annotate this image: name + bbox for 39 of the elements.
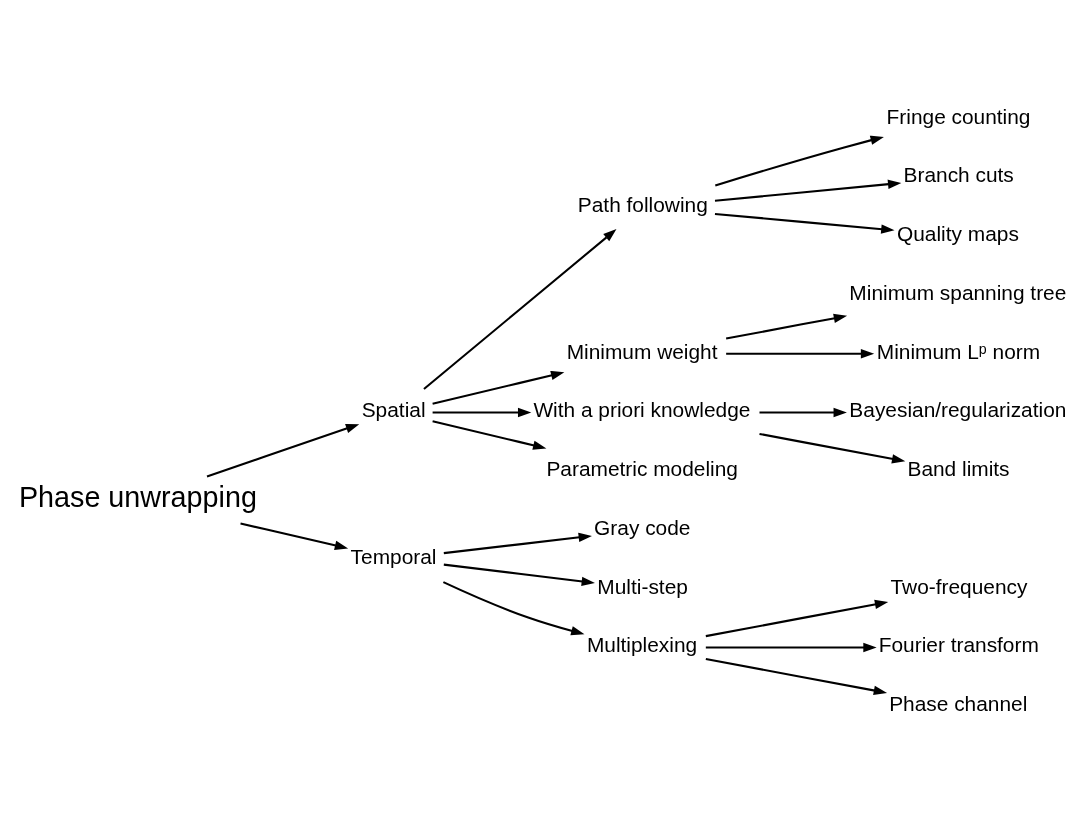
node-text: Path following bbox=[577, 192, 708, 216]
arrow bbox=[759, 432, 906, 463]
node-text: Fourier transform bbox=[878, 632, 1039, 656]
node-text: Bayesian/regularization bbox=[849, 397, 1067, 421]
arrow bbox=[725, 313, 848, 340]
arrow bbox=[432, 419, 547, 450]
arrow bbox=[705, 599, 889, 637]
node-text: Fringe counting bbox=[886, 104, 1031, 128]
node-text: Parametric modeling bbox=[546, 456, 738, 480]
arrow bbox=[432, 370, 565, 405]
node-text: With a priori knowledge bbox=[533, 397, 751, 421]
arrow bbox=[442, 580, 585, 635]
node-text: Phase unwrapping bbox=[18, 480, 257, 513]
arrow bbox=[443, 563, 595, 586]
arrow bbox=[705, 642, 877, 652]
arrow bbox=[206, 423, 360, 477]
node-text: Minimum weight bbox=[566, 339, 718, 363]
arrow bbox=[423, 228, 617, 390]
node-text: Band limits bbox=[907, 456, 1010, 480]
arrow bbox=[240, 522, 349, 550]
arrow bbox=[714, 179, 902, 202]
arrow bbox=[726, 348, 875, 358]
arrow bbox=[715, 135, 884, 186]
node-text: Two-frequency bbox=[890, 574, 1028, 598]
node-text: Quality maps bbox=[897, 221, 1019, 245]
node-text: Minimum Lᵖ norm bbox=[876, 339, 1041, 363]
node-text: Minimum spanning tree bbox=[849, 280, 1067, 304]
arrow bbox=[443, 532, 592, 554]
node-text: Branch cuts bbox=[903, 162, 1014, 186]
arrow bbox=[759, 407, 847, 417]
arrow bbox=[705, 657, 888, 695]
node-text: Phase channel bbox=[889, 691, 1028, 715]
node-text: Multi-step bbox=[597, 574, 688, 598]
node-text: Spatial bbox=[361, 397, 426, 421]
node-text: Multiplexing bbox=[586, 632, 698, 656]
node-text: Gray code bbox=[594, 515, 691, 539]
arrow bbox=[432, 407, 532, 417]
node-text: Temporal bbox=[350, 544, 437, 568]
arrow bbox=[714, 212, 895, 234]
